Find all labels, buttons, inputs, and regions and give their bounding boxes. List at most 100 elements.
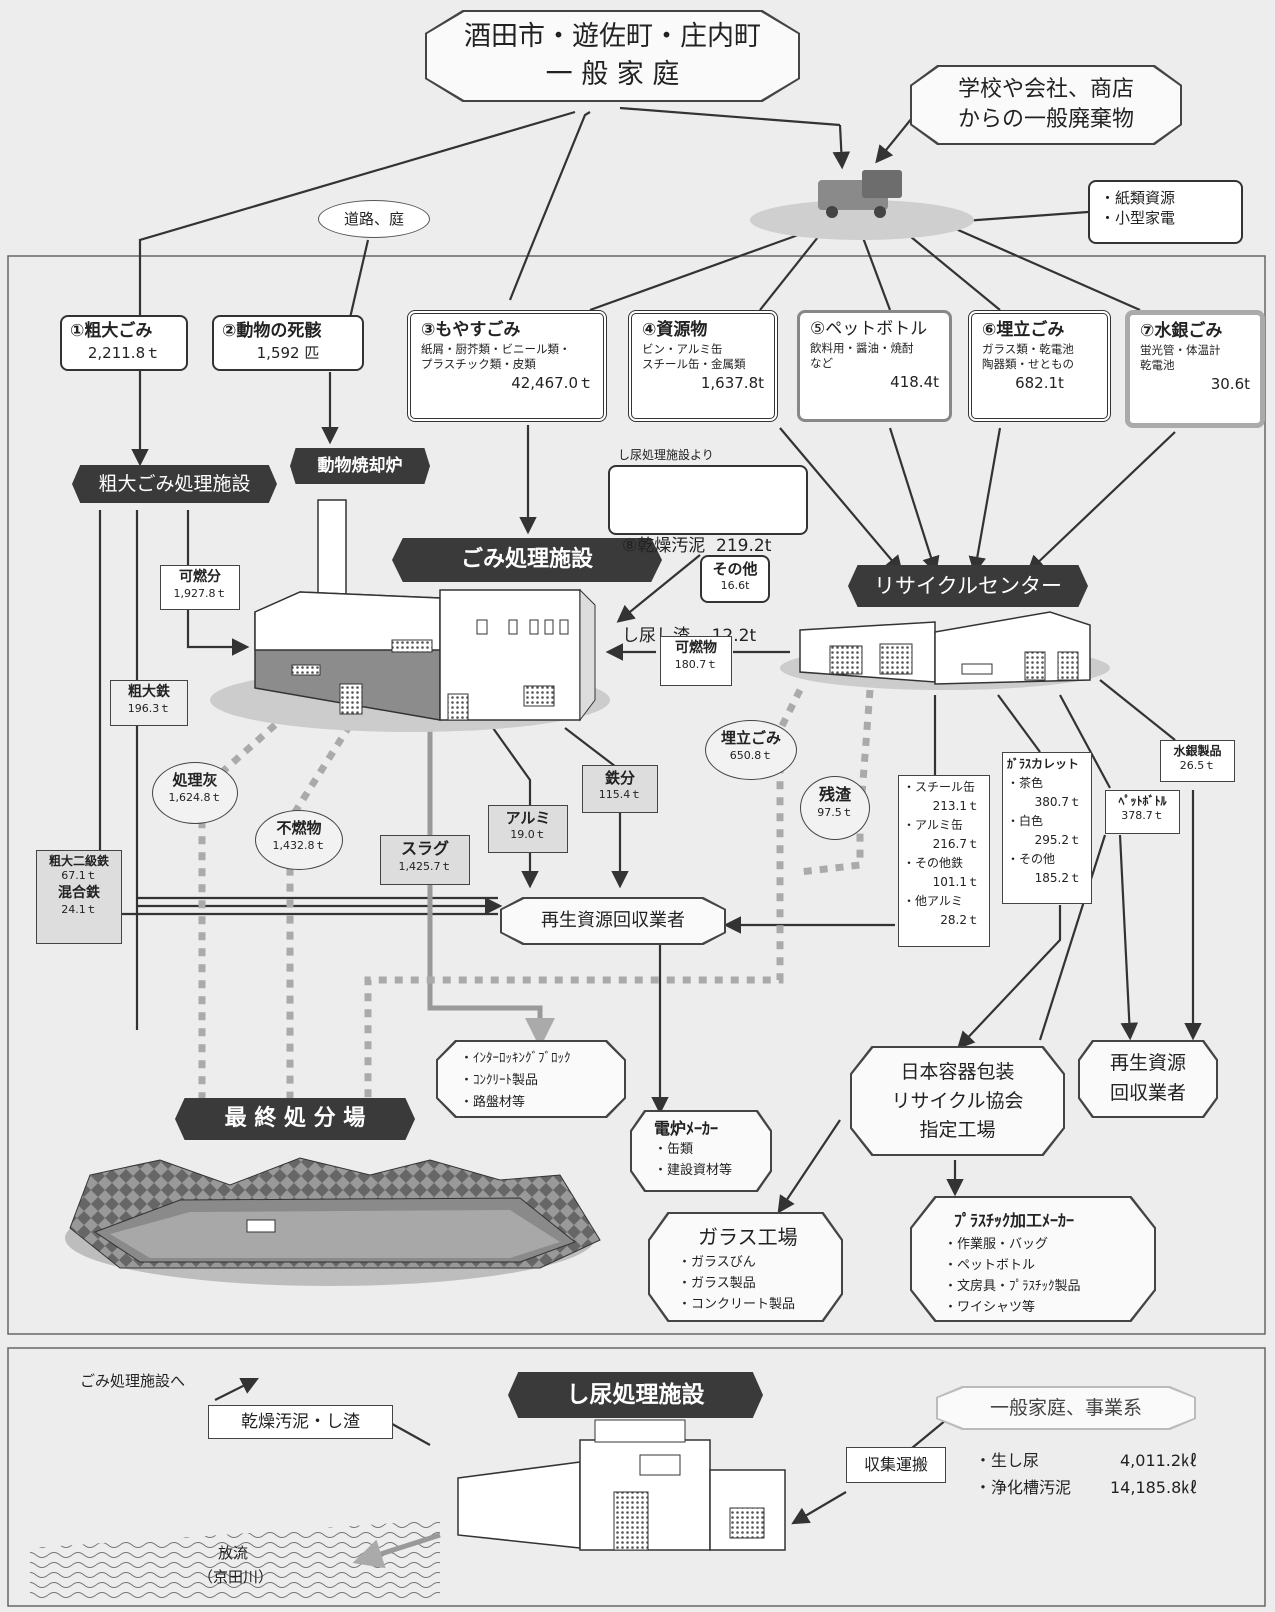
oval-shoribai-value: 1,624.8ｔ bbox=[168, 790, 222, 804]
category-mercury-desc2: 乾電池 bbox=[1140, 358, 1175, 373]
label-suigin-value: 26.5ｔ bbox=[1179, 759, 1216, 773]
category-sodai-title: ①粗大ごみ bbox=[70, 321, 153, 341]
oval-umetate-name: 埋立ごみ bbox=[720, 729, 781, 747]
label-sonota-value: 16.6t bbox=[720, 579, 750, 593]
label-slag-value: 1,425.7ｔ bbox=[398, 859, 452, 873]
label-alumi-value: 19.0ｔ bbox=[510, 828, 546, 842]
label-nikyu: 粗大二級鉄 67.1ｔ 混合鉄 24.1ｔ bbox=[36, 850, 122, 944]
category-burnable: ③もやすごみ 紙屑・厨芥類・ビニール類・ プラスチック類・皮類 42,467.0… bbox=[407, 310, 607, 422]
jcpra-line2: リサイクル協会 bbox=[891, 1090, 1024, 1112]
label-nikyu-name: 粗大二級鉄 bbox=[48, 854, 109, 868]
interlocking-item-2: ・路盤材等 bbox=[460, 1095, 526, 1110]
denro-box: 電炉ﾒｰｶｰ ・缶類 ・建設資材等 bbox=[630, 1110, 772, 1192]
to-gomi-facility-label: ごみ処理施設へ bbox=[80, 1372, 186, 1390]
glass-value-0: 380.7ｔ bbox=[1034, 795, 1081, 809]
category-pet: ⑤ペットボトル 飲料用・醤油・焼酎 など 418.4t bbox=[797, 310, 952, 422]
recycle-center-tag: リサイクルセンター bbox=[848, 565, 1088, 607]
landfill-tag: 最 終 処 分 場 bbox=[175, 1098, 415, 1140]
label-alumi-name: アルミ bbox=[505, 809, 551, 827]
label-pet-value: 378.7ｔ bbox=[1121, 809, 1164, 823]
label-nikyu-value: 67.1ｔ bbox=[61, 869, 97, 883]
river-label1: 放流 bbox=[218, 1544, 249, 1562]
plastic-item-3: ・ワイシャツ等 bbox=[944, 1300, 1036, 1315]
dry-sludge-label: 乾燥汚泥・し渣 bbox=[208, 1405, 393, 1439]
category-resources-desc1: ビン・アルミ缶 bbox=[642, 341, 723, 356]
road-cloud: 道路、庭 bbox=[318, 200, 430, 238]
sodai-facility-tag: 粗大ごみ処理施設 bbox=[72, 465, 277, 503]
category-resources-title: ④資源物 bbox=[642, 320, 708, 340]
category-animal: ②動物の死骸 1,592 匹 bbox=[212, 315, 364, 371]
glass-factory-title: ガラス工場 bbox=[698, 1225, 798, 1249]
glass-list: ｶﾞﾗｽカレット ・茶色 380.7ｔ ・白色 295.2ｔ ・その他 185.… bbox=[1002, 752, 1092, 904]
label-sodaitetsu-value: 196.3ｔ bbox=[127, 701, 171, 715]
label-kanen1-value: 1,927.8ｔ bbox=[173, 586, 227, 600]
plastic-maker-box: ﾌﾟﾗｽﾁｯｸ加工ﾒｰｶｰ ・作業服・バッグ ・ペットボトル ・文房具・ﾌﾟﾗｽ… bbox=[910, 1196, 1156, 1322]
oval-funen-name: 不燃物 bbox=[276, 819, 322, 837]
night-soil-facility-tag: し尿処理施設 bbox=[508, 1372, 763, 1418]
steel-value-0: 213.1ｔ bbox=[932, 799, 979, 813]
steel-list: ・スチール缶 213.1ｔ ・アルミ缶 216.7ｔ ・その他鉄 101.1ｔ … bbox=[898, 775, 990, 947]
plastic-item-1: ・ペットボトル bbox=[944, 1258, 1036, 1273]
recycler2-line1: 再生資源 bbox=[1109, 1052, 1186, 1074]
label-suigin-name: 水銀製品 bbox=[1173, 744, 1222, 758]
denro-title: 電炉ﾒｰｶｰ bbox=[654, 1119, 719, 1138]
category-landfill-desc2: 陶器類・せともの bbox=[982, 357, 1074, 372]
incinerator-illustration bbox=[210, 499, 610, 732]
category-pet-value: 418.4t bbox=[890, 372, 939, 391]
glass-value-2: 185.2ｔ bbox=[1034, 871, 1081, 885]
label-kanen1-name: 可燃分 bbox=[179, 569, 221, 585]
animal-incinerator-tag: 動物焼却炉 bbox=[290, 448, 430, 484]
oval-funen-value: 1,432.8ｔ bbox=[272, 838, 326, 852]
glass-item-0: ・茶色 bbox=[1007, 776, 1044, 790]
source-label: 一般家庭、事業系 bbox=[938, 1388, 1194, 1428]
steel-item-2: ・その他鉄 bbox=[903, 856, 964, 870]
category-landfill-value: 682.1t bbox=[1015, 373, 1064, 392]
category-pet-title: ⑤ペットボトル bbox=[810, 319, 928, 339]
category-pet-desc1: 飲料用・醤油・焼酎 bbox=[810, 340, 914, 355]
septic-sludge-label: ・浄化槽汚泥 bbox=[975, 1478, 1072, 1497]
label-sodaitetsu-name: 粗大鉄 bbox=[128, 684, 170, 700]
label-kanen2-value: 180.7ｔ bbox=[674, 657, 718, 671]
tetsu-lines bbox=[98, 718, 503, 916]
glass-title: ｶﾞﾗｽカレット bbox=[1007, 757, 1080, 771]
sludge-note: し尿処理施設より bbox=[618, 448, 714, 462]
recycler-label: 再生資源回収業者 bbox=[502, 899, 724, 943]
source-box: 一般家庭、事業系 bbox=[936, 1386, 1196, 1430]
raw-night-soil-value: 4,011.2㎘ bbox=[1120, 1451, 1198, 1470]
landfill-illustration bbox=[65, 1157, 601, 1286]
label-tetsu-value: 115.4ｔ bbox=[598, 788, 642, 802]
septic-sludge-value: 14,185.8㎘ bbox=[1110, 1478, 1198, 1497]
paper-resource-box: ・紙類資源 ・小型家電 bbox=[1088, 180, 1243, 244]
steel-item-1: ・アルミ缶 bbox=[903, 818, 963, 832]
glass-factory-item-0: ・ガラスびん bbox=[678, 1255, 756, 1270]
steel-item-3: ・他アルミ bbox=[903, 894, 963, 908]
label-tetsu-name: 鉄分 bbox=[604, 769, 635, 787]
category-landfill-desc1: ガラス類・乾電池 bbox=[982, 341, 1074, 356]
oval-zansa-name: 残渣 bbox=[818, 785, 851, 804]
paper-line2: ・小型家電 bbox=[1100, 209, 1176, 228]
category-mercury-title: ⑦水銀ごみ bbox=[1140, 321, 1223, 341]
category-animal-title: ②動物の死骸 bbox=[222, 321, 322, 341]
business-box: 学校や会社、商店 からの一般廃棄物 bbox=[910, 65, 1182, 145]
category-mercury: ⑦水銀ごみ 蛍光管・体温計 乾電池 30.6t bbox=[1125, 310, 1265, 428]
label-sonota-name: その他 bbox=[712, 560, 758, 578]
collect-label: 収集運搬 bbox=[846, 1447, 946, 1483]
category-burnable-value: 42,467.0ｔ bbox=[511, 373, 593, 392]
glass-item-1: ・白色 bbox=[1007, 814, 1044, 828]
label-slag-name: スラグ bbox=[400, 839, 449, 858]
plastic-item-2: ・文房具・ﾌﾟﾗｽﾁｯｸ製品 bbox=[944, 1279, 1081, 1294]
category-pet-desc2: など bbox=[810, 356, 833, 371]
raw-night-soil-label: ・生し尿 bbox=[975, 1451, 1040, 1470]
glass-factory-item-2: ・コンクリート製品 bbox=[678, 1297, 796, 1312]
interlocking-item-1: ・ｺﾝｸﾘｰﾄ製品 bbox=[460, 1073, 539, 1088]
recycler-box: 再生資源回収業者 bbox=[500, 897, 726, 945]
category-burnable-title: ③もやすごみ bbox=[421, 320, 521, 340]
household-line2: 一 般 家 庭 bbox=[545, 59, 680, 90]
